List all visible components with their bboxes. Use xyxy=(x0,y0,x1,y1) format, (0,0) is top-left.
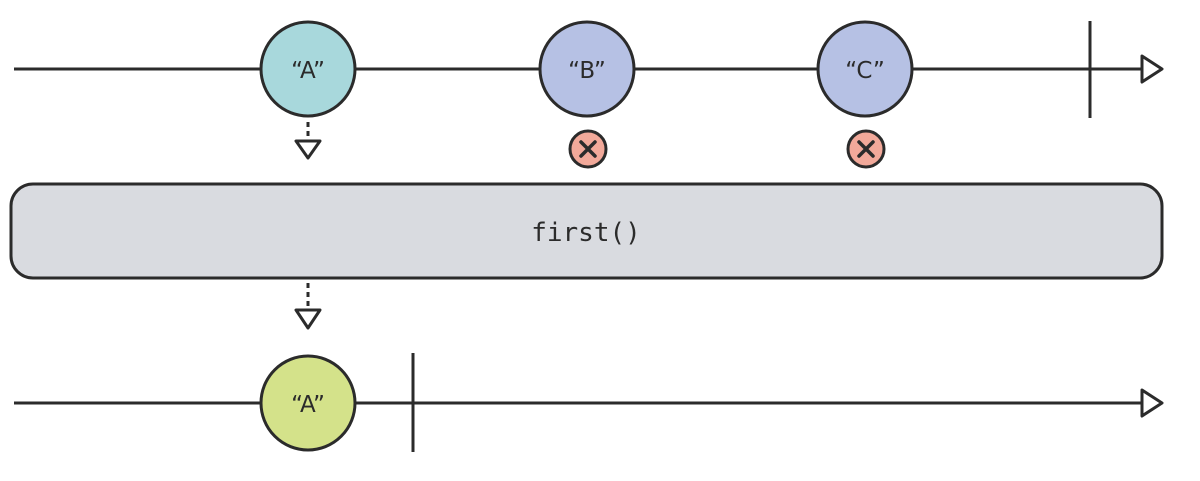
input-marble-a: “A” xyxy=(259,20,357,118)
dropped-badge-b-x-icon xyxy=(579,140,597,158)
operator-box-rect xyxy=(9,182,1164,280)
input-marble-c-circle xyxy=(816,20,914,118)
dropped-badge-c-x-icon xyxy=(857,140,875,158)
output-marble-a: “A” xyxy=(259,354,357,452)
input-marble-c: “C” xyxy=(816,20,914,118)
operator-label: first() xyxy=(531,218,641,248)
input-marble-b-circle xyxy=(538,20,636,118)
input-timeline-arrowhead xyxy=(1140,54,1164,84)
dropped-badge-c xyxy=(846,129,886,169)
output-timeline-arrowhead xyxy=(1140,388,1164,418)
input-timeline: “A” “B” “C” xyxy=(14,20,1164,118)
output-marble-a-label: “A” xyxy=(291,392,325,418)
pass-arrow-in-head-icon xyxy=(294,139,322,160)
input-marble-b: “B” xyxy=(538,20,636,118)
operator-box: first() xyxy=(9,182,1164,280)
pass-arrow-out xyxy=(294,283,322,330)
input-marble-c-label: “C” xyxy=(845,58,885,84)
output-marble-a-circle xyxy=(259,354,357,452)
input-marble-b-label: “B” xyxy=(568,58,606,84)
pass-arrow-out-head-icon xyxy=(294,308,322,330)
output-timeline: “A” xyxy=(14,353,1164,452)
pass-arrow-in xyxy=(294,122,322,160)
input-marble-a-label: “A” xyxy=(291,58,325,84)
input-marble-a-circle xyxy=(259,20,357,118)
dropped-badge-b xyxy=(568,129,608,169)
